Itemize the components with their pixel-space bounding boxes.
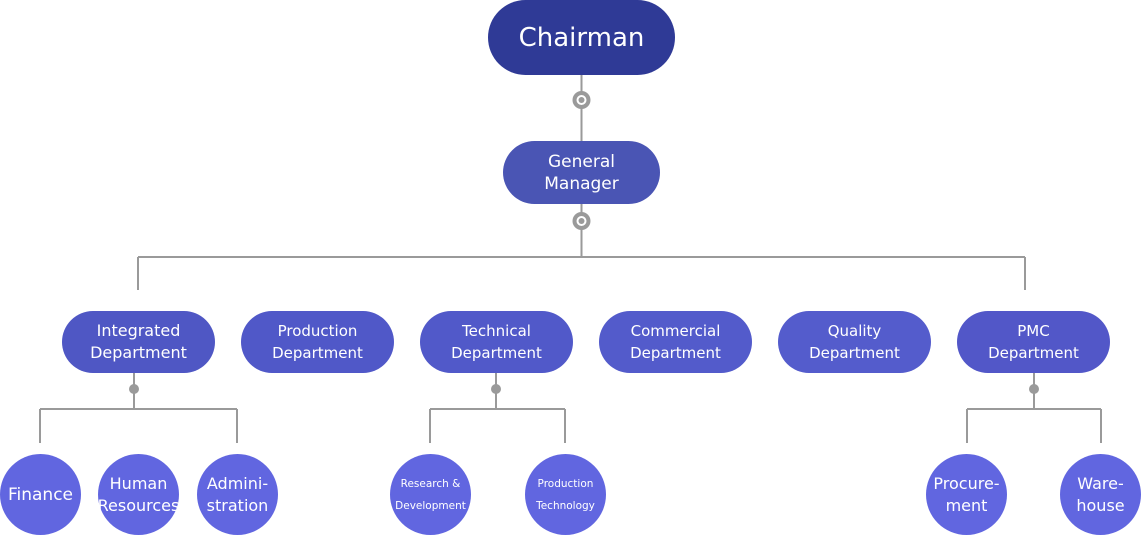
dept-label-line2: Department (630, 344, 721, 362)
dept-label-line2: Department (451, 344, 542, 362)
dept-label-line1: Integrated (96, 321, 181, 340)
unit-label-line2: Resources (97, 495, 180, 515)
dept-label-line1: Technical (462, 322, 531, 340)
unit-procurement: Procure- ment (926, 454, 1007, 535)
unit-label-line2: stration (206, 495, 269, 515)
unit-label-line1: Admini- (206, 473, 269, 493)
dept-label-line2: Department (809, 344, 900, 362)
unit-label-line2: ment (945, 495, 988, 515)
unit-label-line1: Research & (400, 477, 461, 490)
dept-label-line2: Department (988, 344, 1079, 362)
chairman-label: Chairman (518, 22, 645, 53)
unit-administration: Admini- stration (197, 454, 278, 535)
ring-connector-icon (572, 212, 591, 230)
unit-warehouse: Ware- house (1060, 454, 1141, 535)
unit-label-line2: house (1076, 495, 1125, 515)
unit-finance: Finance (0, 454, 81, 535)
dept-label-line2: Department (90, 343, 187, 362)
dept-label-line1: Commercial (630, 322, 721, 340)
dept-integrated: Integrated Department (62, 311, 215, 373)
unit-label-line1: Production (537, 477, 594, 490)
chairman-node: Chairman (488, 0, 675, 75)
ring-connector-icon (572, 91, 591, 109)
unit-label-line1: Procure- (933, 473, 1000, 493)
unit-research-development: Research & Development (390, 454, 471, 535)
unit-label-line2: Technology (536, 499, 595, 512)
dot-connector-icon (129, 384, 139, 394)
dept-pmc: PMC Department (957, 311, 1110, 373)
dot-connector-icon (1029, 384, 1039, 394)
unit-human-resources: Human Resources (98, 454, 179, 535)
general-manager-label-line1: General (548, 151, 615, 172)
dept-quality: Quality Department (778, 311, 931, 373)
unit-label-line2: Development (395, 499, 466, 512)
dept-label-line1: PMC (1017, 322, 1050, 340)
dept-commercial: Commercial Department (599, 311, 752, 373)
general-manager-label-line2: Manager (544, 173, 619, 194)
unit-production-technology: Production Technology (525, 454, 606, 535)
general-manager-node: General Manager (503, 141, 660, 204)
unit-label-line1: Ware- (1077, 473, 1124, 493)
dept-technical: Technical Department (420, 311, 573, 373)
unit-label-line1: Finance (7, 484, 74, 505)
dept-label-line1: Production (277, 322, 358, 340)
dept-label-line1: Quality (827, 322, 882, 340)
unit-label-line1: Human (109, 473, 168, 493)
dot-connector-icon (491, 384, 501, 394)
dept-label-line2: Department (272, 344, 363, 362)
dept-production: Production Department (241, 311, 394, 373)
